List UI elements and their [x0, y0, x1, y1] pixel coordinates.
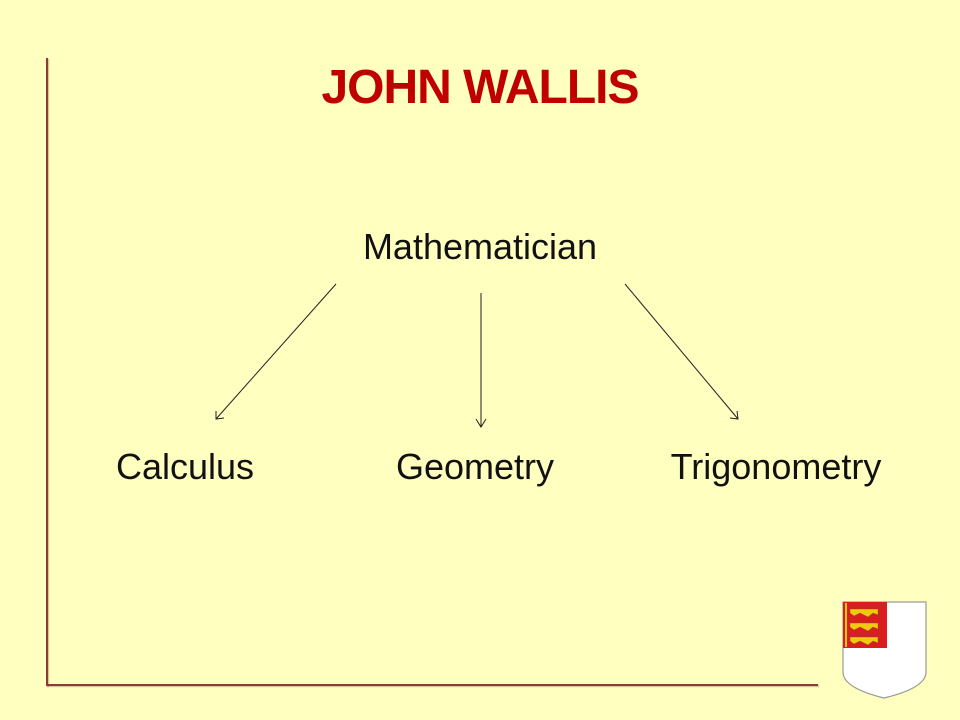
child-node-calculus: Calculus — [115, 446, 255, 487]
child-node-geometry: Geometry — [395, 446, 555, 487]
child-node-trigonometry: Trigonometry — [670, 446, 882, 487]
arrow-to-calculus — [215, 283, 337, 420]
slide-title: JOHN WALLIS — [321, 61, 639, 114]
arrowhead-calculus — [215, 411, 225, 420]
arrowhead-trigonometry — [729, 410, 739, 420]
frame-bottom-border — [46, 684, 818, 686]
root-node-label: Mathematician — [362, 226, 598, 267]
shield-crest-icon — [840, 600, 928, 700]
arrow-to-trigonometry — [624, 283, 739, 420]
frame-left-border — [46, 58, 48, 686]
arrowhead-geometry — [475, 418, 487, 428]
